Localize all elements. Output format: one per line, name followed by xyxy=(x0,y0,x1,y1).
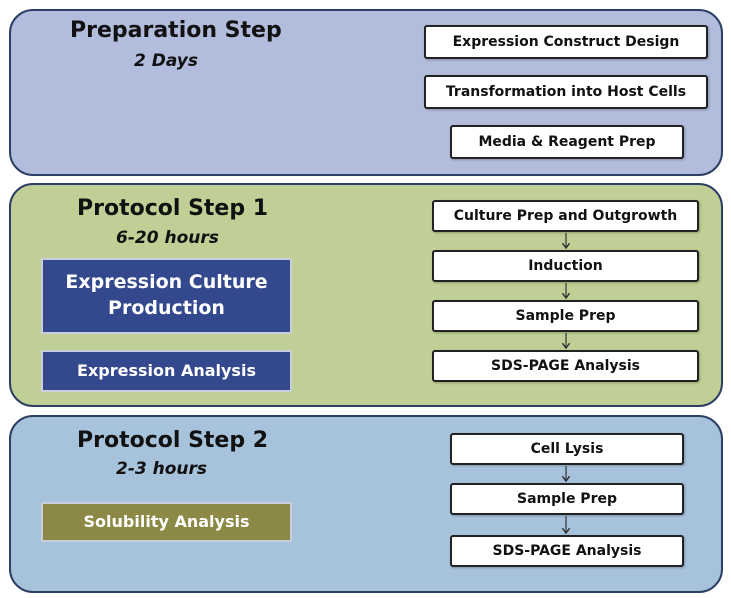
preparation-title: Preparation Step xyxy=(70,18,282,43)
step-culture-prep-and-outgrowth: Culture Prep and Outgrowth xyxy=(432,200,699,232)
phase-expression-culture-production: Expression Culture Production xyxy=(41,258,292,334)
step-media-reagent-prep: Media & Reagent Prep xyxy=(450,125,684,159)
protocol2-duration: 2-3 hours xyxy=(116,459,208,479)
protocol2-title: Protocol Step 2 xyxy=(77,428,269,453)
phase-solubility-analysis: Solubility Analysis xyxy=(41,502,292,542)
step-transformation-into-host-cells: Transformation into Host Cells xyxy=(424,75,708,109)
step-sds-page-analysis-1: SDS-PAGE Analysis xyxy=(432,350,699,382)
step-cell-lysis: Cell Lysis xyxy=(450,433,684,465)
step-expression-construct-design: Expression Construct Design xyxy=(424,25,708,59)
protocol1-title: Protocol Step 1 xyxy=(77,196,269,221)
phase-expression-analysis: Expression Analysis xyxy=(41,350,292,392)
step-induction: Induction xyxy=(432,250,699,282)
step-sample-prep-2: Sample Prep xyxy=(450,483,684,515)
protocol1-duration: 6-20 hours xyxy=(116,228,219,248)
step-sds-page-analysis-2: SDS-PAGE Analysis xyxy=(450,535,684,567)
preparation-duration: 2 Days xyxy=(134,51,199,71)
step-sample-prep-1: Sample Prep xyxy=(432,300,699,332)
